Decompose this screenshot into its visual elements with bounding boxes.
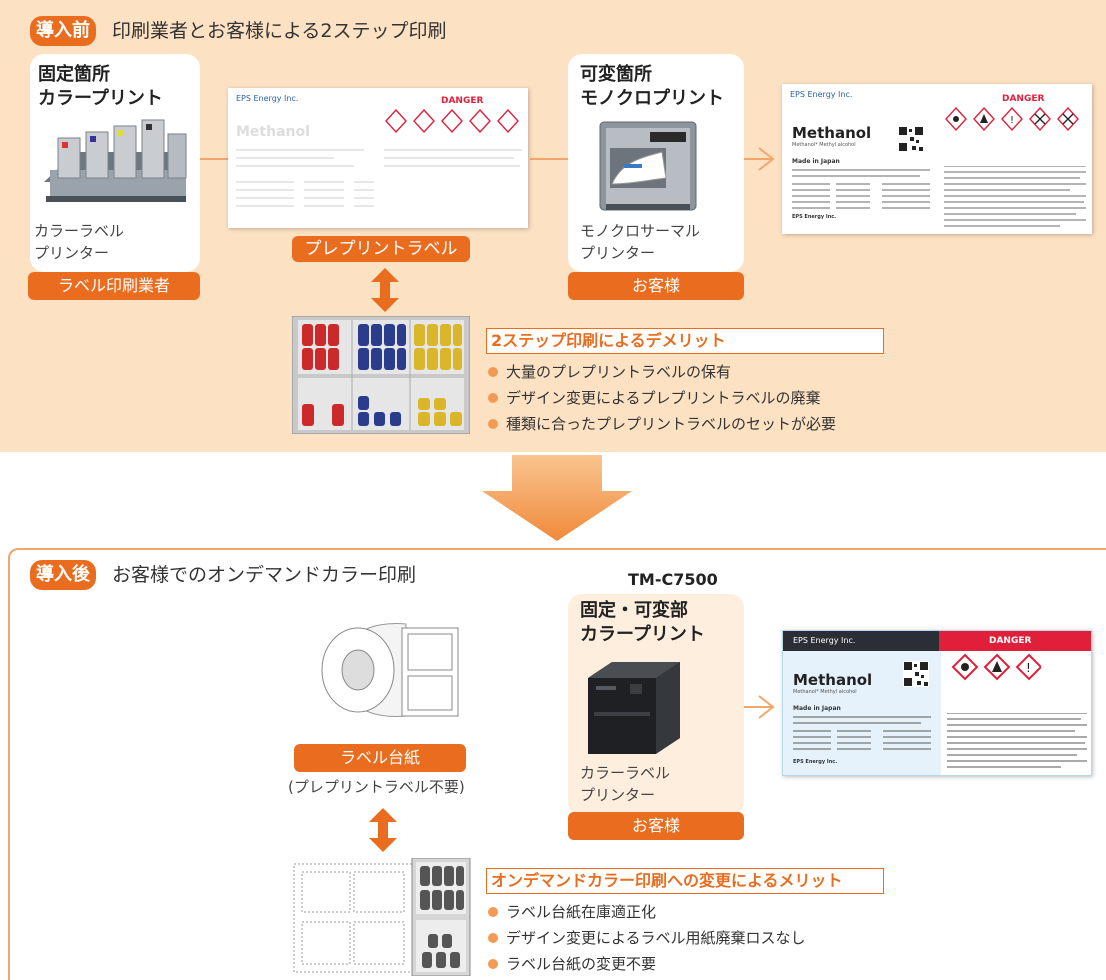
demerit-item-text: デザイン変更によるプレプリントラベルの廃棄 (506, 389, 821, 407)
demerit-item-text: 種類に合ったプレプリントラベルのセットが必要 (506, 415, 837, 433)
demerit-title: 2ステップ印刷によるデメリット (491, 331, 726, 350)
connector-line (744, 158, 772, 160)
base-paper-pill: ラベル台紙 (294, 744, 466, 772)
result-product: Methanol (792, 124, 872, 142)
before-tag: 導入前 (30, 16, 96, 46)
color-result-product-sub: Methanol* Methyl alcohol (793, 689, 857, 695)
demerit-item-text: 大量のプレプリントラベルの保有 (506, 363, 732, 381)
connector-line (530, 158, 570, 160)
result-company: EPS Energy Inc. (790, 90, 853, 99)
merit-item-text: デザイン変更によるラベル用紙廃棄ロスなし (506, 929, 806, 947)
base-paper-note: (プレプリントラベル不要) (288, 778, 465, 796)
color-result-footer: EPS Energy Inc. (793, 759, 838, 765)
fixed-printer-name-2: プリンター (34, 244, 110, 262)
after-title: お客様でのオンデマンドカラー印刷 (112, 564, 417, 586)
variable-card-title-2: モノクロプリント (580, 88, 724, 109)
danger-band (939, 631, 1091, 651)
merit-item-text: ラベル台紙の変更不要 (506, 955, 657, 973)
merit-title: オンデマンドカラー印刷への変更によるメリット (491, 871, 843, 890)
preprint-faint-text-icon (236, 149, 522, 207)
fixed-role-pill: ラベル印刷業者 (28, 272, 200, 300)
merit-item: ラベル台紙在庫適正化 (488, 902, 656, 922)
color-result-product: Methanol (793, 671, 873, 689)
color-card-title-2: カラープリント (580, 624, 705, 645)
color-result-fine-print-icon (793, 713, 1087, 768)
result-origin: Made in Japan (792, 158, 840, 165)
arrow-right-icon (758, 147, 775, 171)
demerit-title-box: 2ステップ印刷によるデメリット (486, 328, 884, 354)
thermal-printer-icon (599, 121, 697, 211)
result-label-top: EPS Energy Inc. DANGER ! Methanol Methan… (782, 84, 1092, 234)
demerit-item: 大量のプレプリントラベルの保有 (488, 362, 731, 382)
qr-code-icon (898, 126, 924, 152)
preprint-product-ghost: Methanol (236, 124, 310, 140)
color-printer-name-1: カラーラベル (580, 764, 671, 782)
bullet-icon (488, 419, 498, 429)
bullet-icon (488, 959, 498, 969)
reduced-stock-shelf-icon (293, 858, 471, 976)
variable-role-pill: お客様 (568, 272, 744, 300)
merit-item: デザイン変更によるラベル用紙廃棄ロスなし (488, 928, 806, 948)
bullet-icon (488, 367, 498, 377)
merit-item: ラベル台紙の変更不要 (488, 954, 656, 974)
bullet-icon (488, 393, 498, 403)
qr-code-icon (903, 661, 929, 687)
hazard-diamonds-icon (385, 108, 519, 134)
color-result-origin: Made in Japan (793, 705, 841, 712)
fixed-printer-name-1: カラーラベル (34, 222, 125, 240)
color-printer-name-2: プリンター (580, 786, 656, 804)
model-name: TM-C7500 (628, 570, 718, 589)
after-tag: 導入後 (30, 560, 96, 590)
big-down-arrow-icon (482, 455, 632, 541)
merit-item-text: ラベル台紙在庫適正化 (506, 903, 657, 921)
preprint-danger: DANGER (441, 96, 484, 106)
demerit-item: 種類に合ったプレプリントラベルのセットが必要 (488, 414, 836, 434)
preprint-company: EPS Energy Inc. (236, 94, 299, 103)
double-arrow-icon (369, 808, 397, 852)
after-panel (8, 548, 1106, 980)
hazard-pictograms-icon: ! (951, 653, 1041, 681)
double-arrow-icon (371, 268, 399, 312)
result-product-sub: Methanol* Methyl alcohol (792, 142, 856, 148)
preprint-label: EPS Energy Inc. DANGER Methanol (228, 88, 528, 228)
color-role-pill: お客様 (568, 812, 744, 840)
variable-printer-name-2: プリンター (580, 244, 656, 262)
arrow-right-icon (758, 695, 775, 719)
connector-line (744, 706, 772, 708)
label-roll-icon (321, 623, 459, 717)
preprint-label-pill: プレプリントラベル (292, 236, 470, 262)
variable-printer-name-1: モノクロサーマル (580, 222, 701, 240)
bullet-icon (488, 907, 498, 917)
connector-line (198, 158, 228, 160)
merit-title-box: オンデマンドカラー印刷への変更によるメリット (486, 868, 884, 894)
tm-c7500-printer-icon (588, 662, 680, 754)
svg-text:!: ! (1010, 115, 1014, 126)
offset-press-icon (44, 119, 187, 202)
demerit-item: デザイン変更によるプレプリントラベルの廃棄 (488, 388, 821, 408)
result-fine-print-icon (792, 166, 1086, 227)
result-label-bottom: EPS Energy Inc. DANGER ! Methanol Methan… (782, 630, 1092, 776)
result-danger: DANGER (1002, 94, 1045, 104)
before-title: 印刷業者とお客様による2ステップ印刷 (112, 20, 447, 42)
result-footer: EPS Energy Inc. (792, 214, 837, 220)
fixed-card-title-2: カラープリント (38, 88, 163, 109)
hazard-pictograms-icon: ! (945, 106, 1079, 132)
fixed-card-title-1: 固定箇所 (38, 64, 110, 85)
variable-card-title-1: 可変箇所 (580, 64, 652, 85)
label-roll-shelf-icon (292, 316, 470, 434)
color-card-title-1: 固定・可変部 (580, 600, 688, 621)
svg-text:!: ! (1026, 661, 1031, 675)
bullet-icon (488, 933, 498, 943)
color-result-company: EPS Energy Inc. (793, 636, 856, 645)
color-result-danger: DANGER (989, 636, 1032, 646)
